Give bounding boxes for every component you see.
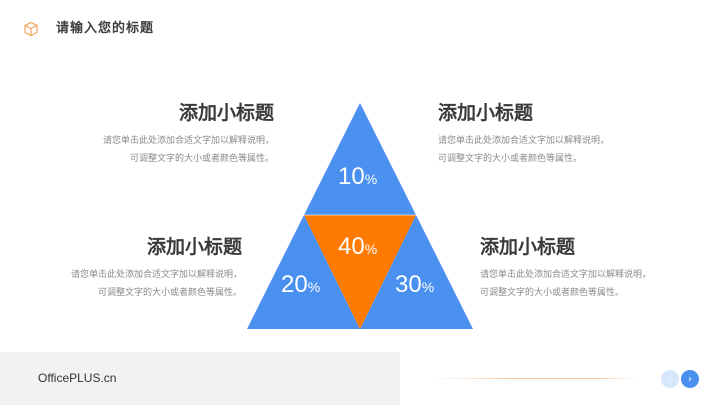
footer-divider bbox=[432, 378, 637, 379]
text-block-bottom-left: 添加小标题 请您单击此处添加合适文字加以解释说明， 可调整文字的大小或者颜色等属… bbox=[71, 235, 242, 302]
text-block-bottom-right: 添加小标题 请您单击此处添加合适文字加以解释说明， 可调整文字的大小或者颜色等属… bbox=[480, 235, 651, 302]
block-title: 添加小标题 bbox=[438, 102, 534, 124]
next-page-button[interactable]: › bbox=[681, 370, 699, 388]
block-desc-line1: 请您单击此处添加合适文字加以解释说明， bbox=[102, 136, 274, 146]
footer-brand: OfficePLUS.cn bbox=[38, 371, 117, 385]
cube-icon bbox=[23, 21, 39, 37]
segment-right bbox=[360, 215, 473, 329]
block-title: 添加小标题 bbox=[146, 236, 242, 258]
chevron-left-icon: ‹ bbox=[668, 373, 672, 385]
block-desc-line2: 可调整文字的大小或者颜色等属性。 bbox=[129, 154, 274, 164]
block-title: 添加小标题 bbox=[480, 236, 576, 258]
block-desc-line2: 可调整文字的大小或者颜色等属性。 bbox=[438, 154, 583, 164]
text-block-top-right: 添加小标题 请您单击此处添加合适文字加以解释说明， 可调整文字的大小或者颜色等属… bbox=[438, 101, 609, 168]
segment-right-label: 30% bbox=[395, 271, 435, 298]
prev-page-button[interactable]: ‹ bbox=[661, 370, 679, 388]
footer-bar bbox=[0, 352, 400, 405]
block-title: 添加小标题 bbox=[178, 102, 274, 124]
text-block-top-left: 添加小标题 请您单击此处添加合适文字加以解释说明， 可调整文字的大小或者颜色等属… bbox=[103, 101, 274, 168]
block-desc-line2: 可调整文字的大小或者颜色等属性。 bbox=[97, 288, 242, 298]
block-desc-line1: 请您单击此处添加合适文字加以解释说明， bbox=[480, 270, 652, 280]
segment-center-label: 40% bbox=[338, 233, 378, 260]
segment-top-label: 10% bbox=[338, 163, 378, 190]
segment-center bbox=[304, 215, 416, 329]
block-desc-line2: 可调整文字的大小或者颜色等属性。 bbox=[480, 288, 625, 298]
block-desc-line1: 请您单击此处添加合适文字加以解释说明， bbox=[438, 136, 610, 146]
chevron-right-icon: › bbox=[688, 373, 692, 385]
block-desc-line1: 请您单击此处添加合适文字加以解释说明， bbox=[70, 270, 242, 280]
page-title: 请输入您的标题 bbox=[56, 21, 155, 36]
segment-left bbox=[247, 215, 360, 329]
segment-left-label: 20% bbox=[281, 271, 321, 298]
segment-top bbox=[304, 103, 416, 215]
